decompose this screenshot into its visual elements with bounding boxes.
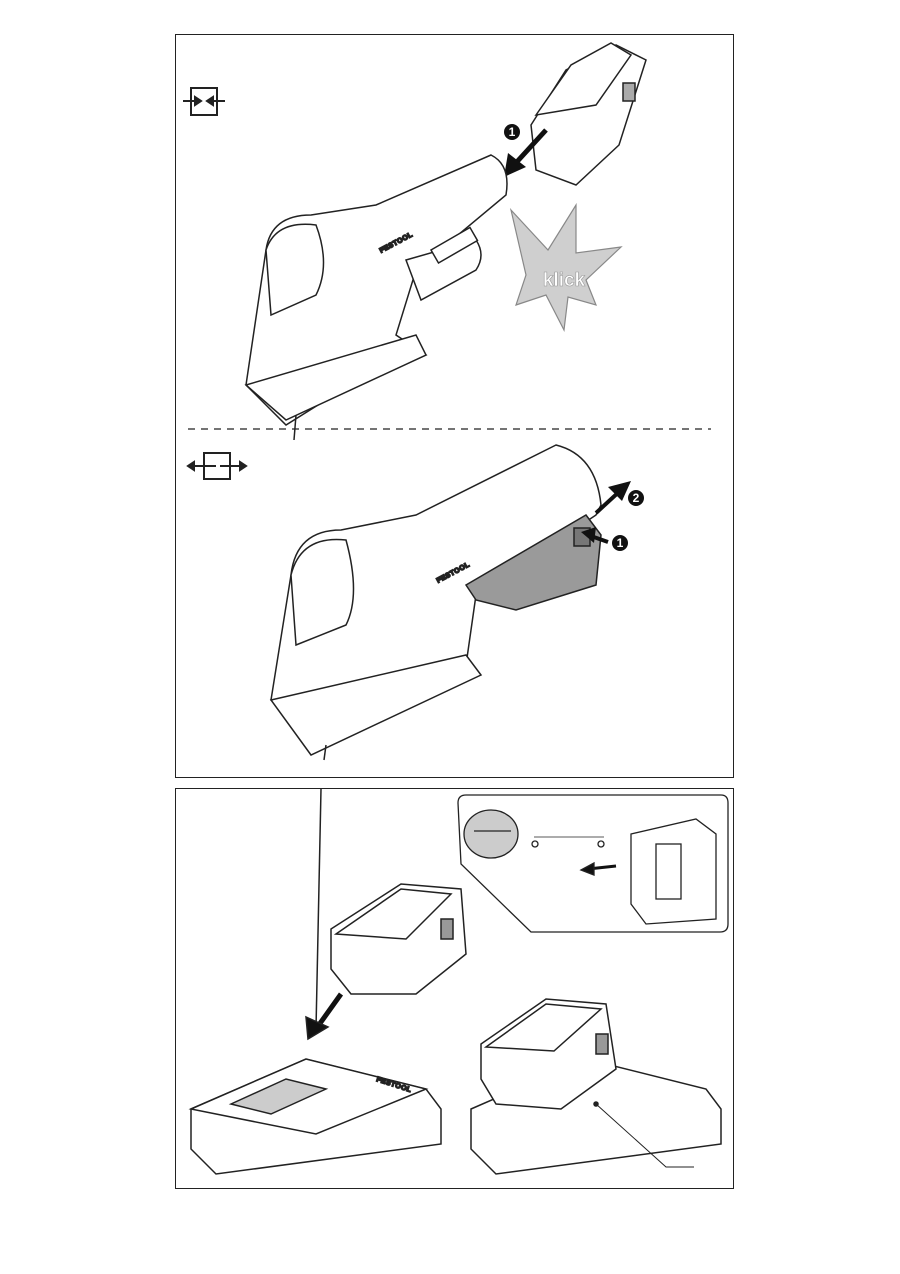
charger-right <box>470 998 722 1175</box>
charger-left: FESTOOL <box>188 789 467 1175</box>
insert-arrows-icon <box>183 87 225 116</box>
step-1-label: 1 <box>509 125 516 139</box>
remove-arrows: 2 1 <box>581 481 644 551</box>
jigsaw-illustration: 1 FESTOOL klick FESTOOL 2 <box>183 42 711 761</box>
insert-arrow: 1 <box>504 124 548 177</box>
wall-mount-inset <box>457 794 729 933</box>
jigsaw-tool: FESTOOL <box>244 154 508 441</box>
remove-arrows-icon <box>186 452 248 480</box>
figure-charger: FESTOOL <box>175 788 734 1189</box>
klick-burst: klick <box>509 202 623 333</box>
battery-pack <box>530 42 647 186</box>
step-2-label: 2 <box>633 491 640 505</box>
step-1-label: 1 <box>617 536 624 550</box>
jigsaw-tool-with-battery: FESTOOL <box>269 444 602 761</box>
klick-text: klick <box>543 270 586 291</box>
charger-illustration: FESTOOL <box>188 789 729 1175</box>
figure-battery-insert-remove: 1 FESTOOL klick FESTOOL 2 <box>175 34 734 778</box>
